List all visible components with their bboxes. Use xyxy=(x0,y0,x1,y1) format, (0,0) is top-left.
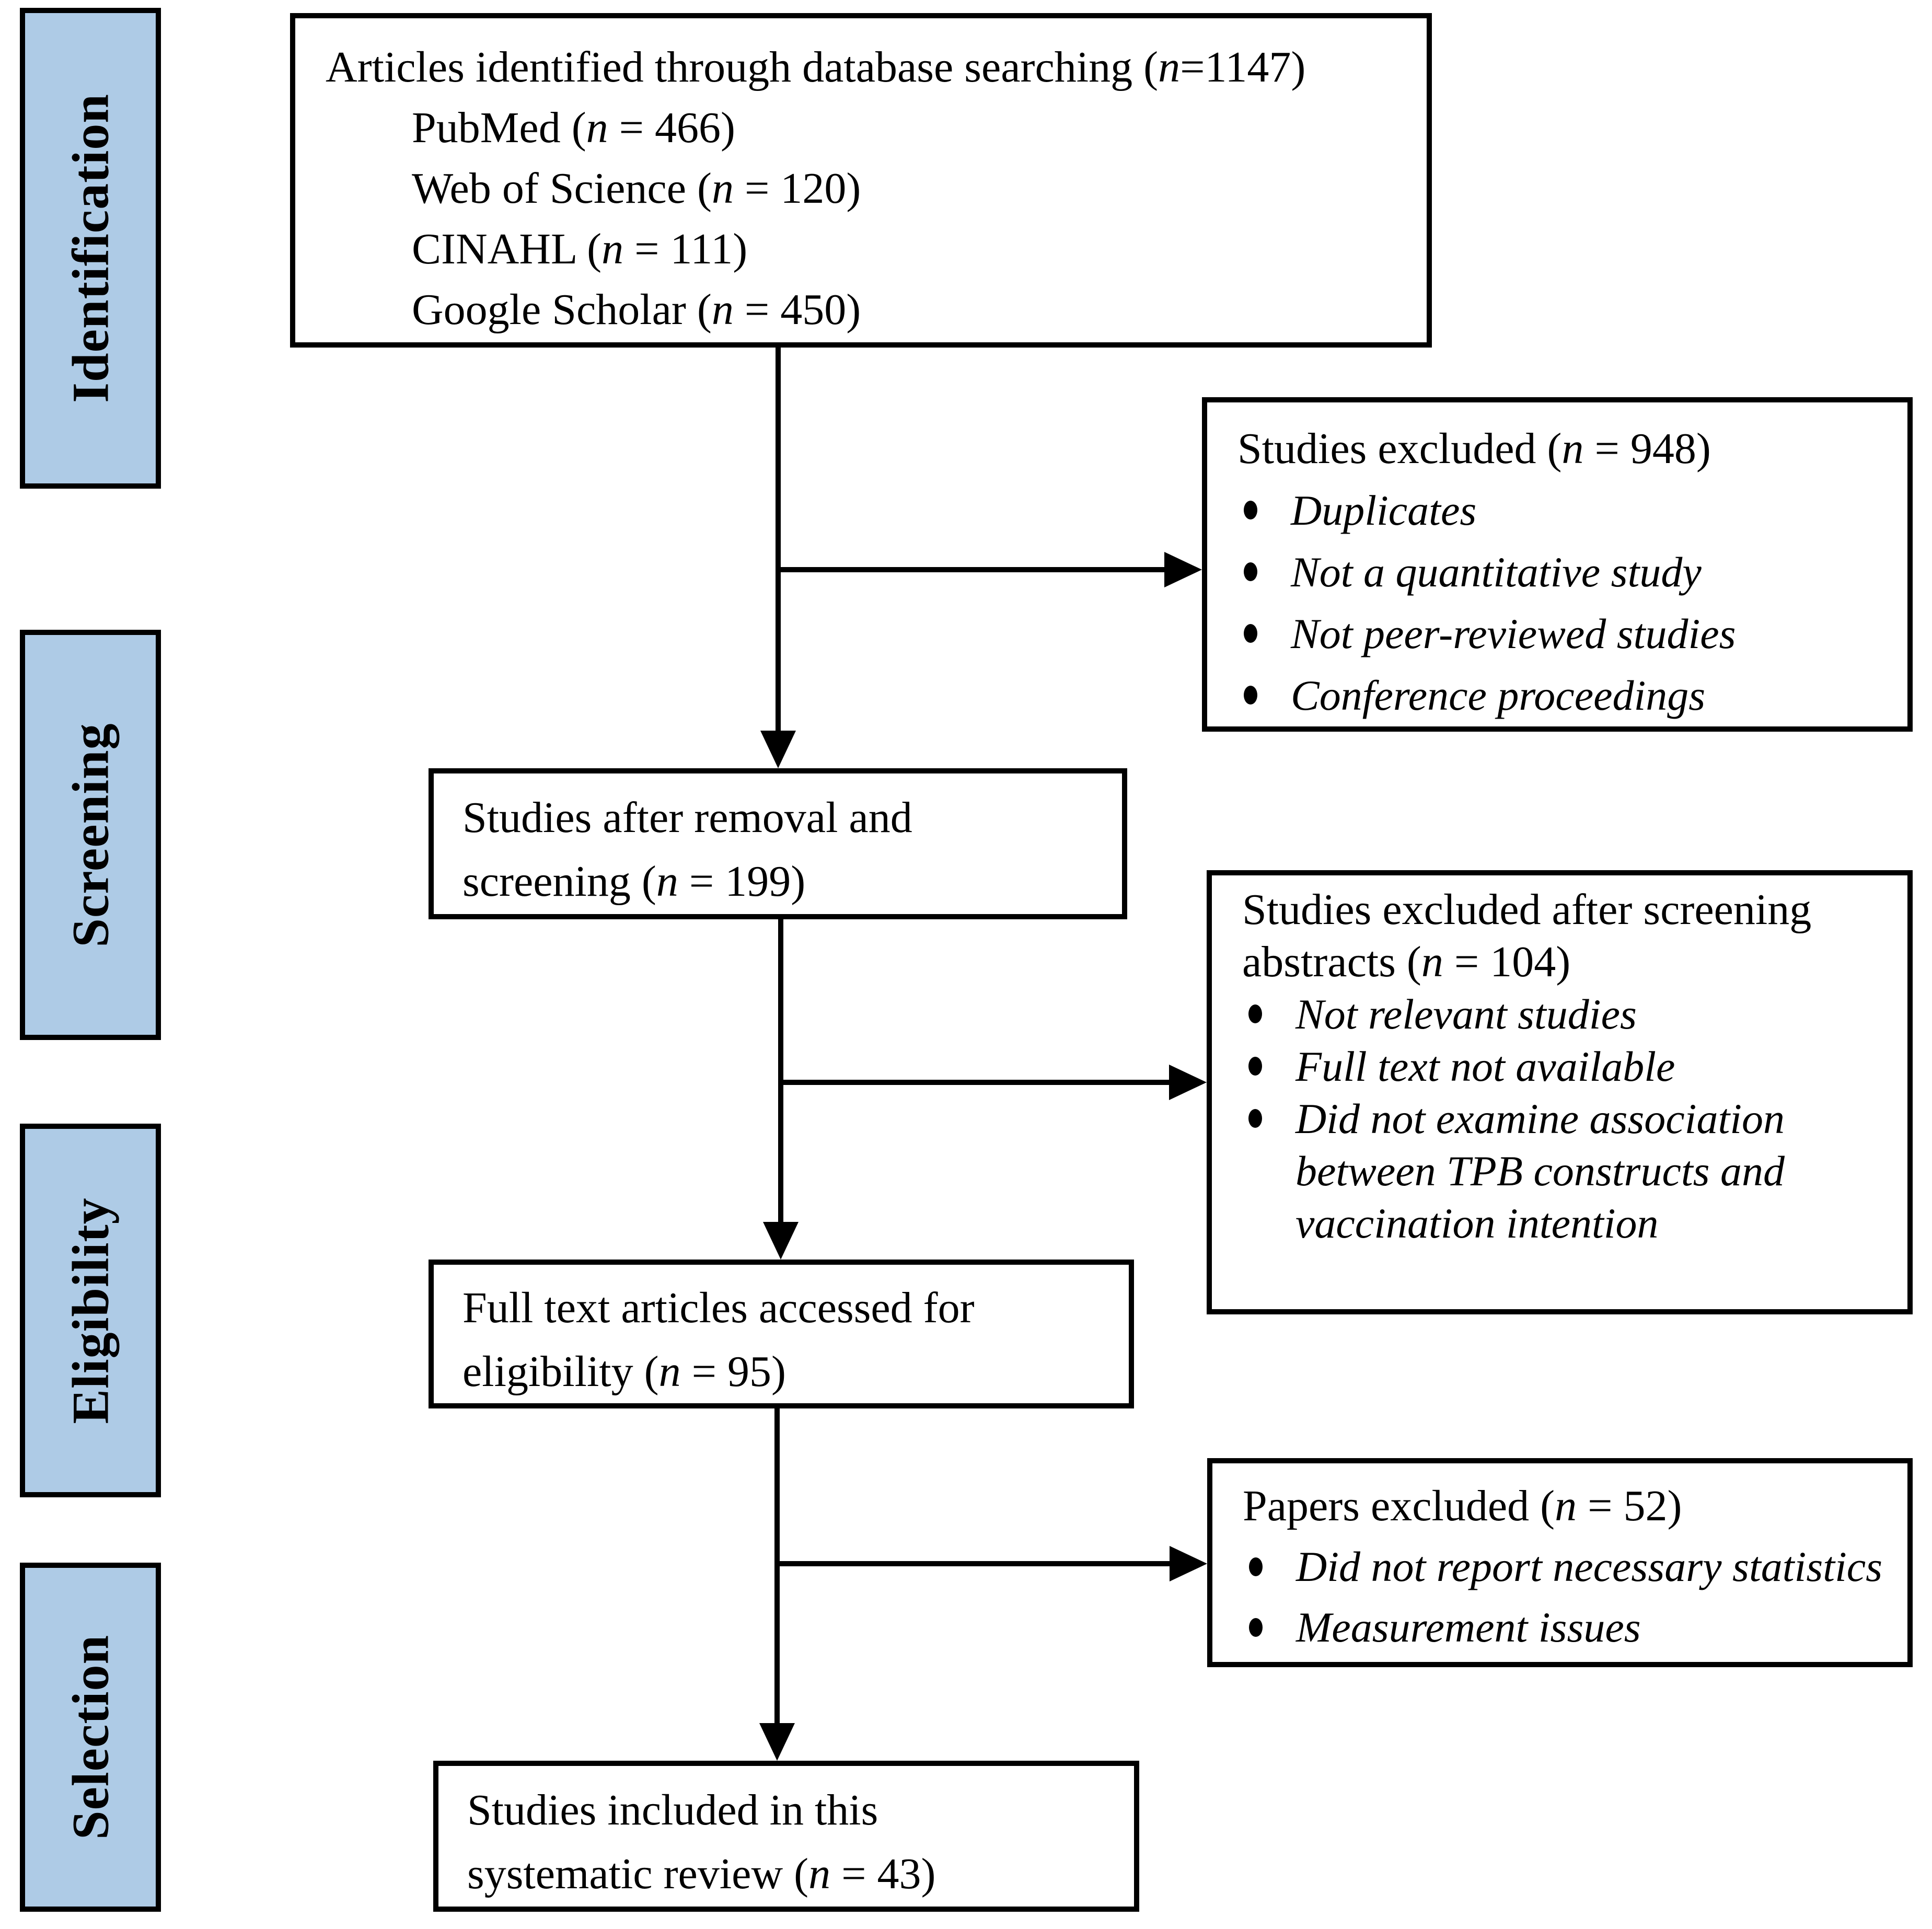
text-line: eligibility (n = 95) xyxy=(462,1347,786,1396)
bullet-icon xyxy=(1237,480,1291,519)
box-studies-excluded: Studies excluded (n = 948) Duplicates No… xyxy=(1202,397,1913,732)
list-item: Duplicates xyxy=(1237,480,1895,541)
bullet-text: Not relevant studies xyxy=(1295,990,1637,1038)
text-line: systematic review (n = 43) xyxy=(467,1850,936,1898)
arrow-line-right-1 xyxy=(778,567,1167,572)
text-line: Studies excluded (n = 948) xyxy=(1237,424,1711,473)
text-line: Web of Science (n = 120) xyxy=(412,164,861,213)
box-studies-included: Studies included in this systematic revi… xyxy=(433,1761,1139,1912)
arrowhead-down-icon xyxy=(759,1723,795,1761)
bullet-icon xyxy=(1243,1537,1296,1576)
list-item: Did not report necessary statistics xyxy=(1243,1537,1895,1597)
text-line: Full text articles accessed for xyxy=(462,1284,975,1332)
stage-screening: Screening xyxy=(20,630,161,1040)
bullet-text: Full text not available xyxy=(1295,1043,1675,1090)
bullet-icon xyxy=(1242,988,1295,1023)
text-line: Papers excluded (n = 52) xyxy=(1243,1482,1682,1530)
list-item: Full text not available xyxy=(1242,1041,1895,1093)
arrowhead-right-icon xyxy=(1170,1546,1207,1581)
stage-label: Identification xyxy=(61,94,120,403)
box-papers-excluded: Papers excluded (n = 52) Did not report … xyxy=(1207,1458,1913,1667)
bullet-text: Not a quantitative study xyxy=(1291,548,1702,596)
bullet-text: Measurement issues xyxy=(1296,1603,1641,1651)
list-item: Did not examine association between TPB … xyxy=(1242,1093,1895,1250)
list-item: Measurement issues xyxy=(1243,1597,1895,1658)
bullet-icon xyxy=(1237,603,1291,643)
list-item: Not peer-reviewed studies xyxy=(1237,603,1895,665)
arrowhead-down-icon xyxy=(760,731,796,768)
bullet-icon xyxy=(1242,1093,1295,1128)
box-articles-identified: Articles identified through database sea… xyxy=(290,13,1432,348)
bullet-icon xyxy=(1242,1041,1295,1076)
list-item: Not a quantitative study xyxy=(1237,541,1895,603)
box-excluded-after-screening: Studies excluded after screening abstrac… xyxy=(1207,870,1913,1314)
stage-label: Eligibility xyxy=(61,1197,120,1424)
box-fulltext-eligibility: Full text articles accessed for eligibil… xyxy=(429,1260,1134,1408)
text-line: Studies after removal and xyxy=(462,793,912,842)
stage-identification: Identification xyxy=(20,8,161,489)
arrow-line-right-2 xyxy=(781,1080,1171,1085)
bullet-icon xyxy=(1237,665,1291,704)
text-line: abstracts (n = 104) xyxy=(1242,938,1571,986)
bullet-text: Duplicates xyxy=(1291,487,1477,534)
box-studies-after-screening: Studies after removal and screening (n =… xyxy=(429,768,1127,919)
arrow-line-down-1 xyxy=(776,348,781,733)
arrow-line-down-2 xyxy=(778,919,783,1224)
text-line: Articles identified through database sea… xyxy=(326,43,1306,91)
stage-selection: Selection xyxy=(20,1563,161,1912)
text-line: screening (n = 199) xyxy=(462,857,806,906)
arrow-line-right-3 xyxy=(777,1561,1172,1566)
bullet-text: Did not report necessary statistics xyxy=(1296,1543,1883,1590)
bullet-text: Did not examine association between TPB … xyxy=(1295,1095,1785,1247)
arrowhead-down-icon xyxy=(763,1222,799,1260)
bullet-icon xyxy=(1243,1597,1296,1637)
bullet-text: Conference proceedings xyxy=(1291,672,1706,719)
text-line: Studies included in this xyxy=(467,1786,878,1834)
text-line: PubMed (n = 466) xyxy=(412,103,736,152)
arrowhead-right-icon xyxy=(1169,1065,1207,1100)
bullet-icon xyxy=(1237,541,1291,581)
text-line: CINAHL (n = 111) xyxy=(412,225,748,273)
stage-label: Screening xyxy=(61,722,120,948)
text-line: Studies excluded after screening xyxy=(1242,885,1812,934)
stage-label: Selection xyxy=(61,1634,120,1840)
list-item: Conference proceedings xyxy=(1237,665,1895,726)
list-item: Not relevant studies xyxy=(1242,988,1895,1041)
bullet-text: Not peer-reviewed studies xyxy=(1291,610,1736,657)
arrow-line-down-3 xyxy=(774,1408,780,1725)
stage-eligibility: Eligibility xyxy=(20,1124,161,1497)
arrowhead-right-icon xyxy=(1164,552,1202,587)
text-line: Google Scholar (n = 450) xyxy=(412,285,861,334)
